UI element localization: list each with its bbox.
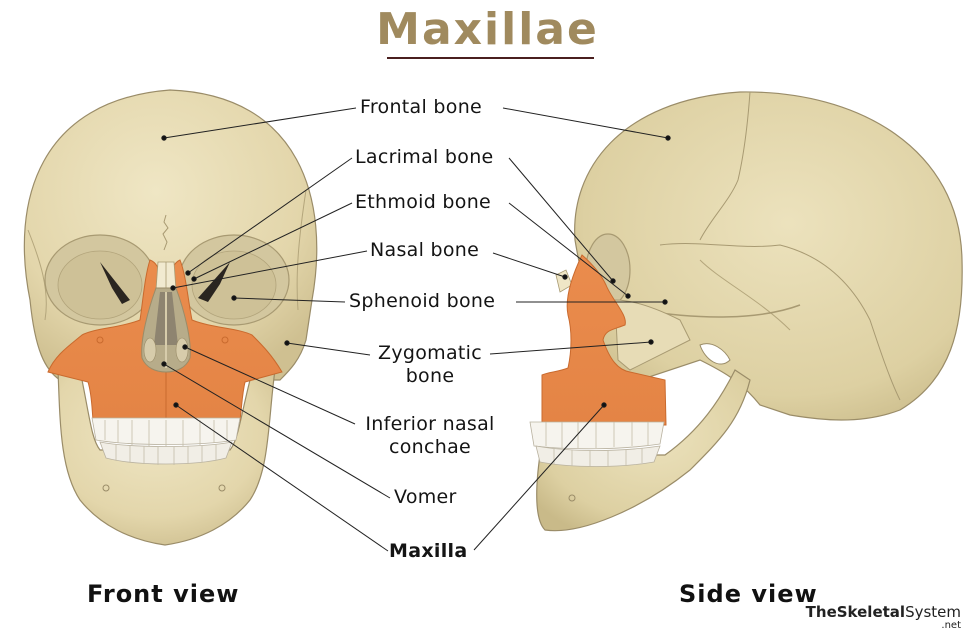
label-nasal-bone: Nasal bone	[370, 239, 480, 261]
caption-front-view: Front view	[87, 580, 240, 608]
label-frontal-bone: Frontal bone	[360, 96, 483, 118]
diagram-title: Maxillae	[376, 4, 599, 55]
label-inferior-nasal-line1: Inferior nasal	[365, 413, 495, 435]
side-upper-teeth	[529, 421, 665, 450]
side-skull	[529, 91, 963, 532]
label-zygomatic-line2: bone	[405, 365, 455, 387]
brand-regular: System	[905, 603, 961, 621]
front-upper-teeth	[91, 417, 241, 447]
side-zygomatic	[614, 299, 691, 371]
label-lacrimal-bone: Lacrimal bone	[355, 146, 494, 168]
caption-side-view: Side view	[679, 580, 818, 608]
side-lower-teeth	[535, 445, 661, 467]
label-inferior-nasal-line2: conchae	[388, 436, 472, 458]
label-sphenoid-bone: Sphenoid bone	[349, 290, 496, 312]
label-zygomatic-line1: Zygomatic	[378, 342, 482, 364]
brand-watermark: TheSkeletalSystem .net	[806, 604, 961, 631]
label-vomer: Vomer	[394, 486, 457, 508]
leader-lines	[161, 107, 671, 552]
front-skull	[23, 89, 318, 546]
label-maxilla: Maxilla	[389, 540, 468, 562]
brand-tld: .net	[941, 620, 961, 631]
side-mandible	[536, 369, 751, 532]
label-zygomatic-bone: Zygomatic bone	[370, 342, 490, 388]
side-cranium	[574, 91, 963, 421]
brand-bold: TheSkeletal	[805, 603, 906, 621]
label-ethmoid-bone: Ethmoid bone	[355, 191, 492, 213]
side-maxilla	[541, 254, 667, 426]
title-underline	[387, 57, 594, 59]
front-lower-teeth	[99, 441, 233, 465]
label-inferior-nasal-conchae: Inferior nasal conchae	[356, 413, 504, 459]
